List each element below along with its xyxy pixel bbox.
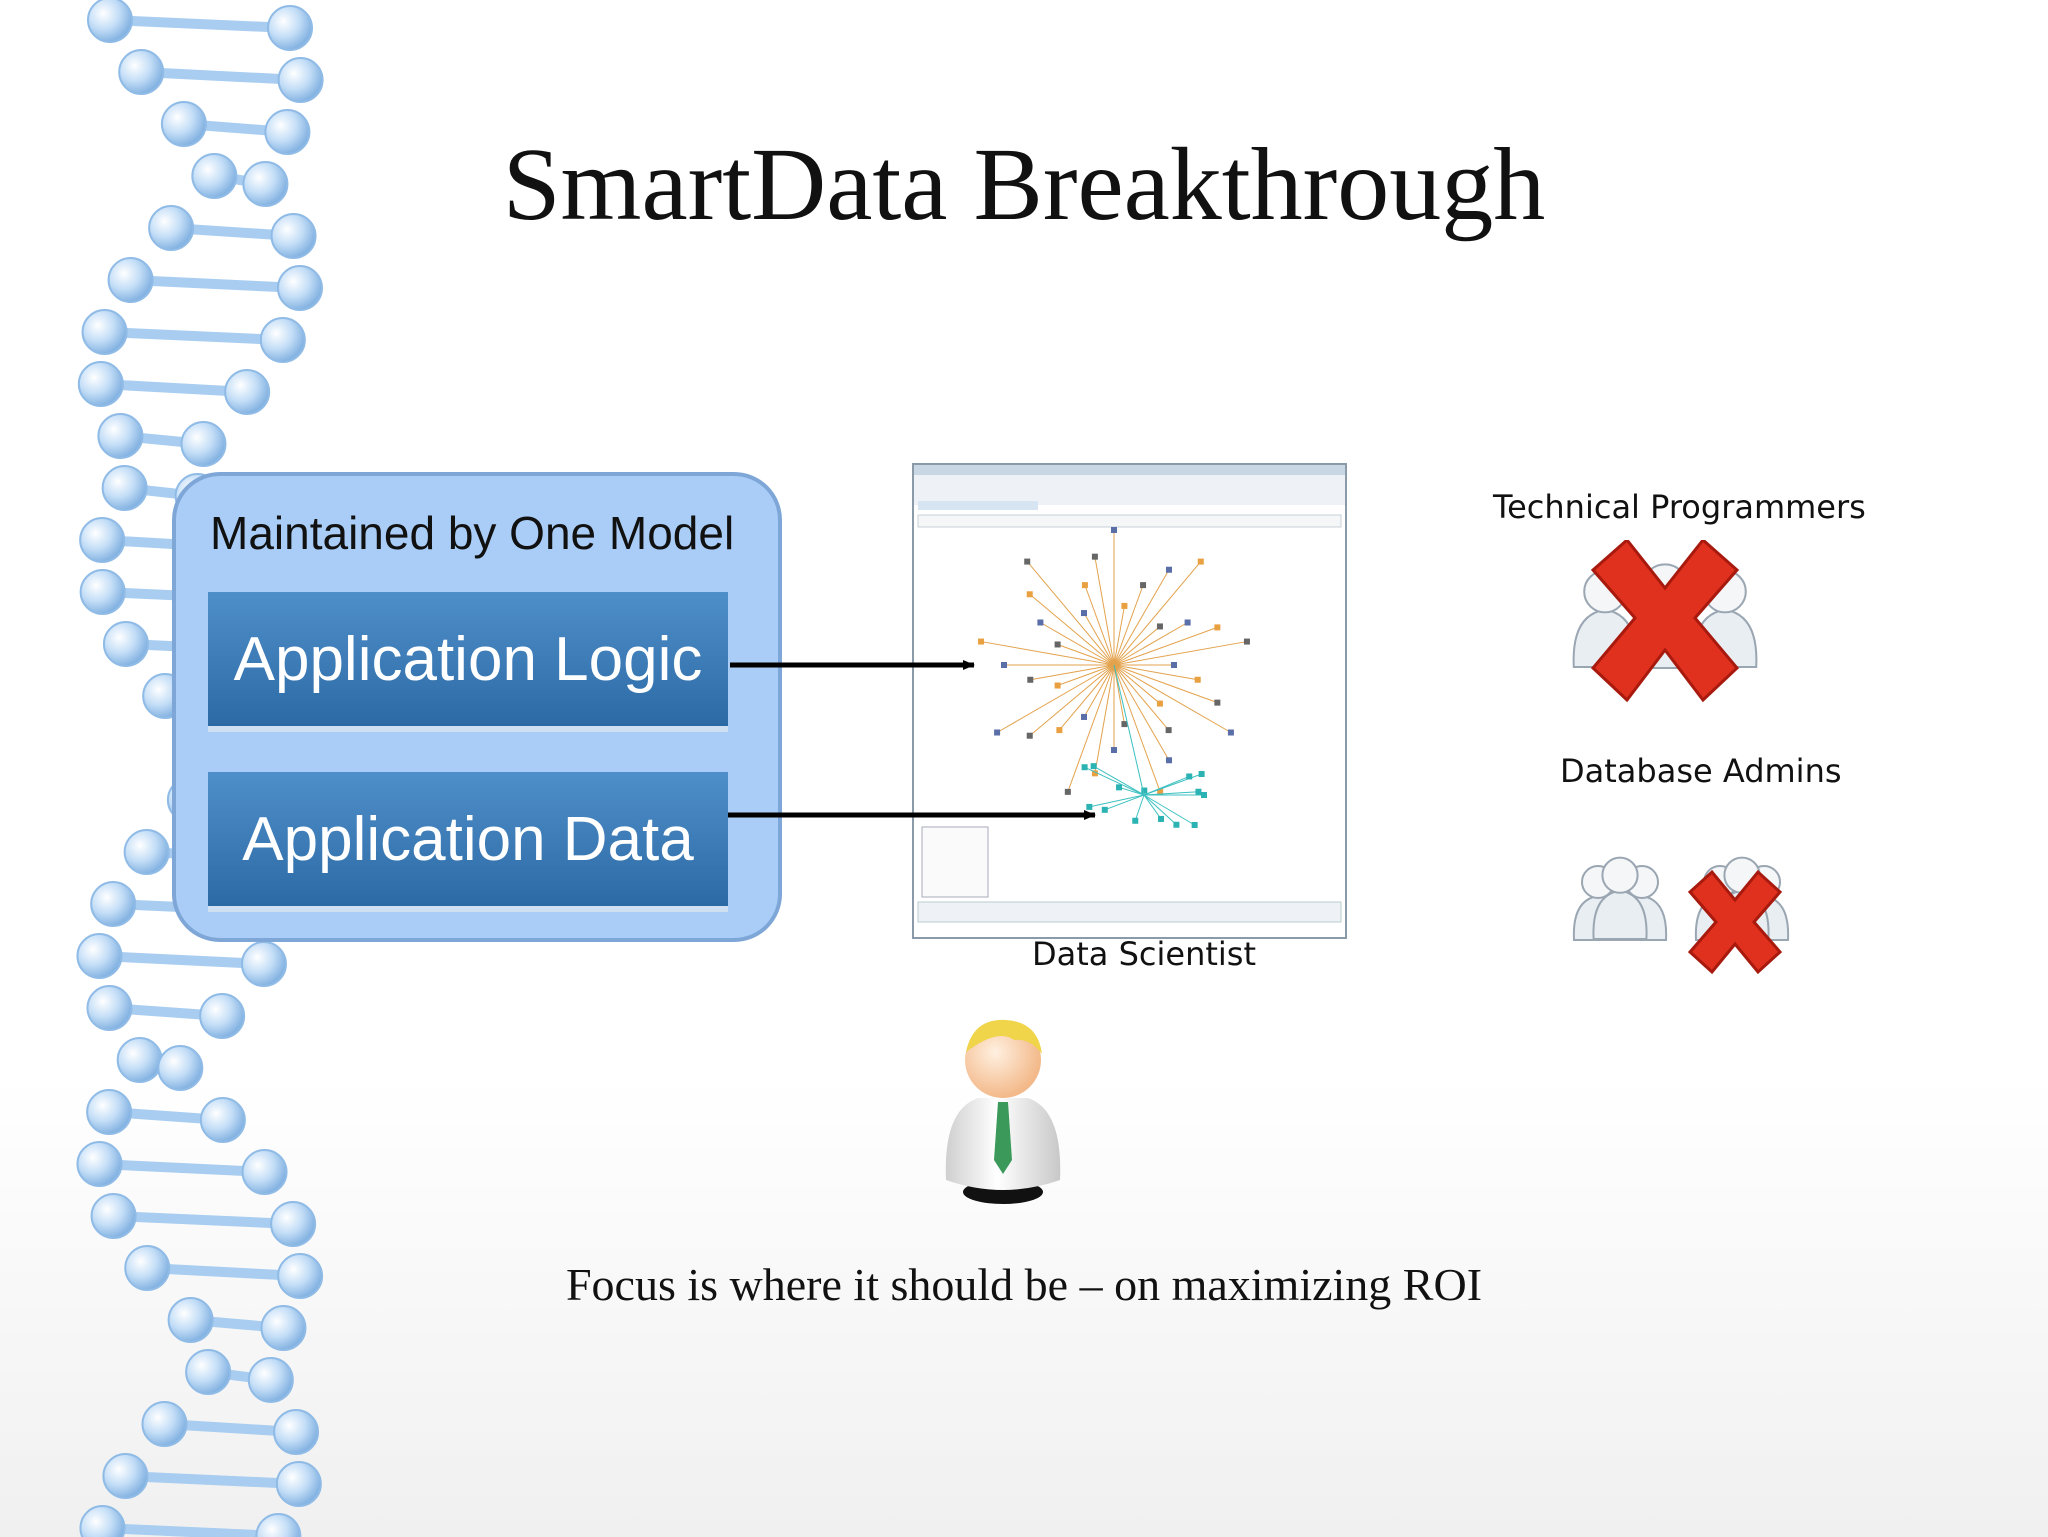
database-admins-group-icon xyxy=(1572,856,1790,975)
data-scientist-person-icon xyxy=(945,1019,1061,1204)
data-scientist-label: Data Scientist xyxy=(1032,935,1256,973)
technical-programmers-group-icon xyxy=(1572,540,1758,703)
ontology-graph-image xyxy=(914,465,1345,923)
red-x-icon xyxy=(1687,869,1783,975)
technical-programmers-label: Technical Programmers xyxy=(1493,488,1866,526)
one-model-label: Maintained by One Model xyxy=(210,507,735,559)
ontology-visualizer-screenshot xyxy=(912,463,1347,939)
application-logic-block: Application Logic xyxy=(208,592,728,732)
application-data-block: Application Data xyxy=(208,772,728,912)
database-admins-label: Database Admins xyxy=(1560,752,1842,790)
red-x-icon xyxy=(1590,540,1740,703)
slide-title: SmartData Breakthrough xyxy=(502,127,1546,242)
slide-footer: Focus is where it should be – on maximiz… xyxy=(565,1259,1483,1310)
